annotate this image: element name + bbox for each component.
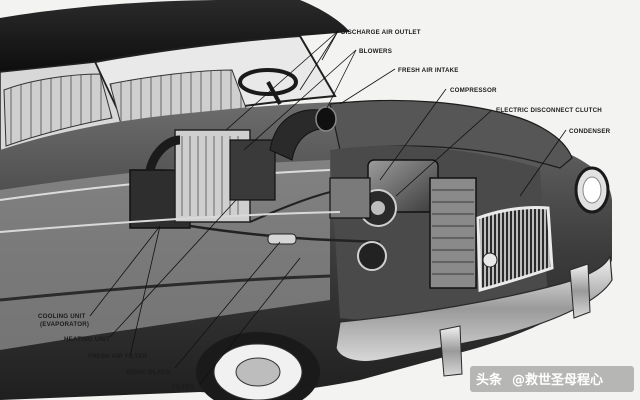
- front-grille: [476, 206, 554, 292]
- fresh-air-duct: [145, 135, 181, 172]
- label-heating-unit: HEATING UNIT: [64, 336, 110, 343]
- front-bumper: [335, 255, 613, 363]
- label-filter: FILTER: [172, 384, 195, 391]
- label-sight-glass: SIGHT GLASS: [126, 369, 170, 376]
- label-electric-disconnect-clutch: ELECTRIC DISCONNECT CLUTCH: [496, 107, 602, 114]
- steering-wheel: [238, 68, 298, 96]
- hood: [329, 99, 573, 169]
- sight-glass-fitting: [267, 233, 297, 245]
- roof: [0, 0, 350, 72]
- fan-pulley: [357, 241, 387, 271]
- condenser-core: [429, 177, 477, 289]
- label-fresh-air-filter: FRESH AIR FILTER: [88, 353, 148, 360]
- label-compressor: COMPRESSOR: [450, 87, 497, 94]
- heating-unit-box: [229, 139, 276, 201]
- label-condenser: CONDENSER: [569, 128, 611, 135]
- watermark-account: @救世圣母程心: [512, 372, 603, 388]
- blower-outlet: [315, 106, 337, 132]
- label-cooling-unit: COOLING UNIT: [38, 313, 85, 320]
- rear-seat: [3, 73, 113, 147]
- label-cooling-unit-evaporator: (EVAPORATOR): [40, 321, 89, 328]
- engine-block: [329, 177, 371, 219]
- label-blowers: BLOWERS: [359, 48, 392, 55]
- watermark-platform: 头条: [476, 372, 503, 388]
- label-fresh-air-intake: FRESH AIR INTAKE: [398, 67, 459, 74]
- bumper-guard: [439, 325, 463, 377]
- grille-emblem: [482, 252, 498, 268]
- label-discharge-air-outlet: DISCHARGE AIR OUTLET: [341, 29, 421, 36]
